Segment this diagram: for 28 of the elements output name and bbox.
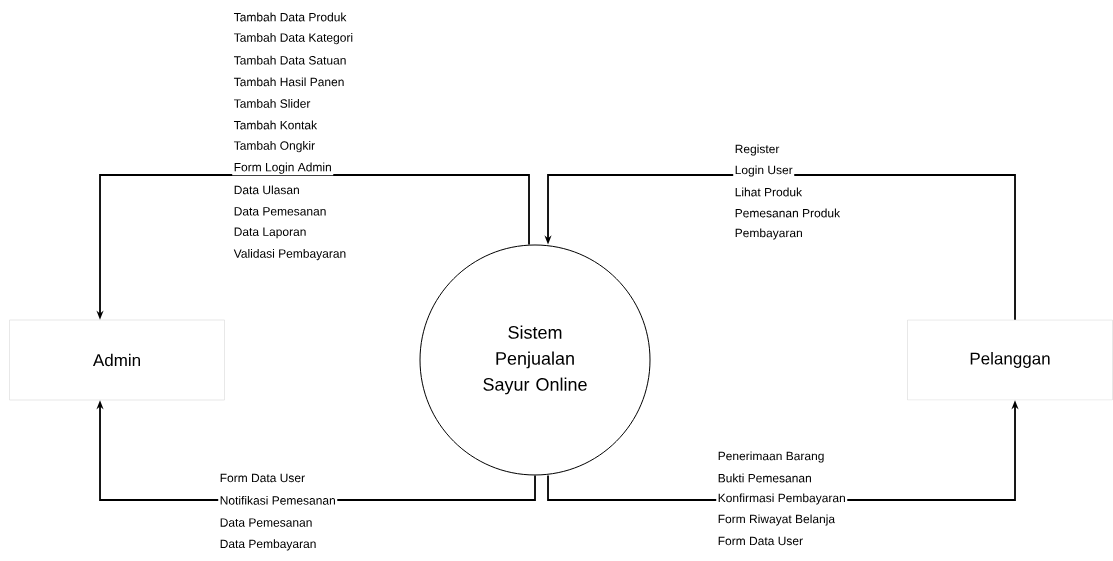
flow-label: Login User (733, 163, 795, 179)
flow-label: Form Data User (716, 535, 805, 547)
flow-label: Konfirmasi Pembayaran (716, 491, 848, 507)
flow-label: Tambah Slider (232, 97, 312, 110)
flow-label: Lihat Produk (733, 186, 804, 198)
flow-label: Tambah Data Produk (232, 11, 348, 23)
flow-label: Tambah Kontak (232, 119, 319, 131)
flow-label: Data Pemesanan (232, 205, 328, 218)
flow-label: Data Laporan (232, 226, 308, 240)
flow-label: Data Ulasan (232, 183, 302, 196)
flow-label: Bukti Pemesanan (716, 472, 814, 484)
flow-label: Pemesanan Produk (733, 207, 842, 219)
flow-label: Data Pemesanan (218, 516, 314, 529)
flow-label: Validasi Pembayaran (232, 247, 348, 262)
flow-label: Register (733, 142, 781, 158)
flow-label: Tambah Ongkir (232, 139, 317, 154)
flow-label: Tambah Hasil Panen (232, 75, 346, 88)
flow-label: Notifikasi Pemesanan (218, 494, 338, 507)
entity-box: Admin (9, 319, 225, 401)
flow-label: Pembayaran (733, 226, 805, 242)
flow-label: Tambah Data Kategori (232, 31, 355, 46)
flow-label: Form Data User (218, 472, 307, 484)
flow-label: Form Login Admin (232, 161, 334, 176)
flow-label: Form Riwayat Belanja (716, 512, 837, 528)
flow-label: Data Pembayaran (218, 537, 318, 552)
flow-label: Penerimaan Barang (716, 449, 826, 465)
flow-label: Tambah Data Satuan (232, 54, 348, 67)
entity-box: Pelanggan (907, 319, 1113, 401)
